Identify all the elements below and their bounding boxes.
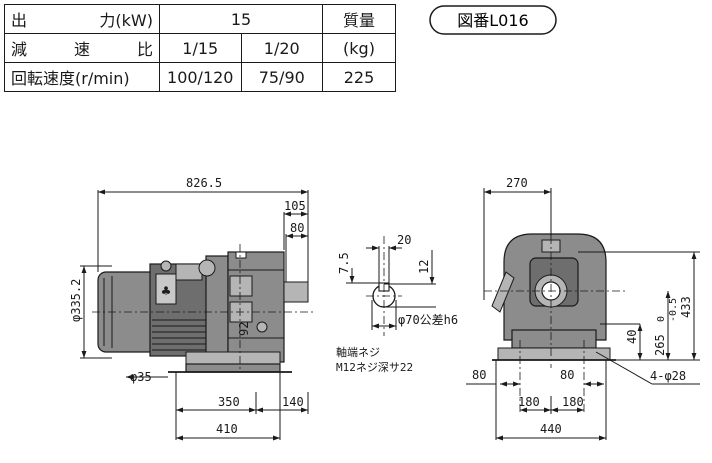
dim-key-12: 12 — [417, 260, 431, 274]
weight-unit: (kg) — [322, 33, 396, 63]
motor-fins — [152, 319, 208, 351]
dim-height-dia: φ335.2 — [69, 279, 83, 322]
ratio-label-b: 速 — [73, 40, 90, 59]
output-label-a: 出 — [11, 11, 28, 30]
dim-shaft-80: 80 — [290, 221, 304, 235]
dim-tol-lower: -0.5 — [668, 298, 679, 322]
output-row: 出 力(kW) 15 質量 — [4, 4, 396, 34]
speed-label: 回転速度(r/min) — [4, 62, 160, 92]
ratio-row: 減 速 比 1/15 1/20 (kg) — [4, 33, 396, 63]
dim-base-410: 410 — [216, 422, 238, 436]
speed-1: 100/120 — [159, 62, 242, 92]
dim-foot-80-right: 80 — [560, 368, 574, 382]
dim-base-140: 140 — [282, 395, 304, 409]
dim-base-350: 350 — [218, 395, 240, 409]
output-label-b: 力(kW) — [99, 11, 153, 30]
weight-value: 225 — [322, 62, 396, 92]
dim-foot-80-left: 80 — [472, 368, 486, 382]
dim-span-180-left: 180 — [518, 395, 540, 409]
spec-table: 出 力(kW) 15 質量 減 速 比 1/15 1/20 (kg) 回転速度(r/m… — [4, 4, 396, 92]
dim-tol-upper: 0 — [656, 316, 667, 322]
gearbox — [198, 251, 285, 363]
side-view: ♣ — [69, 176, 316, 441]
note-thread: M12ネジ深サ22 — [336, 361, 413, 374]
output-value: 15 — [159, 4, 323, 34]
output-label: 出 力(kW) — [4, 4, 160, 34]
dim-width-440: 440 — [540, 422, 562, 436]
logo-icon: ♣ — [161, 284, 172, 298]
dim-key-20: 20 — [397, 233, 411, 247]
dim-width-270: 270 — [506, 176, 528, 190]
drawing-number: 図番L016 — [457, 11, 528, 30]
weight-header: 質量 — [322, 4, 396, 34]
terminal-box — [175, 263, 203, 281]
note-shaft-end: 軸端ネジ — [336, 345, 380, 359]
output-shaft — [283, 281, 309, 303]
dim-height-265: 265 — [653, 334, 667, 356]
ratio-label-a: 減 — [11, 40, 28, 59]
dim-key-7-5: 7.5 — [337, 252, 351, 274]
dim-bolt-dia: φ35 — [130, 370, 152, 384]
dim-span-180-right: 180 — [562, 395, 584, 409]
shaft-detail: 20 7.5 12 φ70公差h6 軸端ネジ M12ネジ深サ22 — [336, 233, 458, 374]
ratio-label-c: 比 — [136, 40, 153, 59]
dim-shaft-dia: φ70公差h6 — [398, 313, 458, 327]
speed-row: 回転速度(r/min) 100/120 75/90 225 — [4, 62, 396, 92]
dim-shaft-105: 105 — [284, 199, 306, 213]
lifting-eye — [160, 260, 172, 272]
terminal-box-front — [491, 271, 515, 313]
dim-hole-spec: 4-φ28 — [650, 369, 686, 383]
front-view: 270 433 265 0 -0.5 40 4-φ28 80 80 180 18… — [466, 176, 700, 441]
motor-body: ♣ — [97, 260, 211, 357]
ratio-1: 1/15 — [159, 33, 242, 63]
dim-foot-40: 40 — [625, 330, 639, 344]
nameplate — [155, 273, 177, 305]
drawing-number-badge: 図番L016 — [429, 5, 557, 35]
dim-overall-length: 826.5 — [186, 176, 222, 190]
dim-height-433: 433 — [679, 296, 693, 318]
ratio-label: 減速比 — [4, 33, 160, 63]
speed-2: 75/90 — [240, 62, 323, 92]
base-foot — [168, 321, 292, 373]
dim-center-92: 92 — [237, 322, 251, 336]
ratio-2: 1/20 — [240, 33, 323, 63]
